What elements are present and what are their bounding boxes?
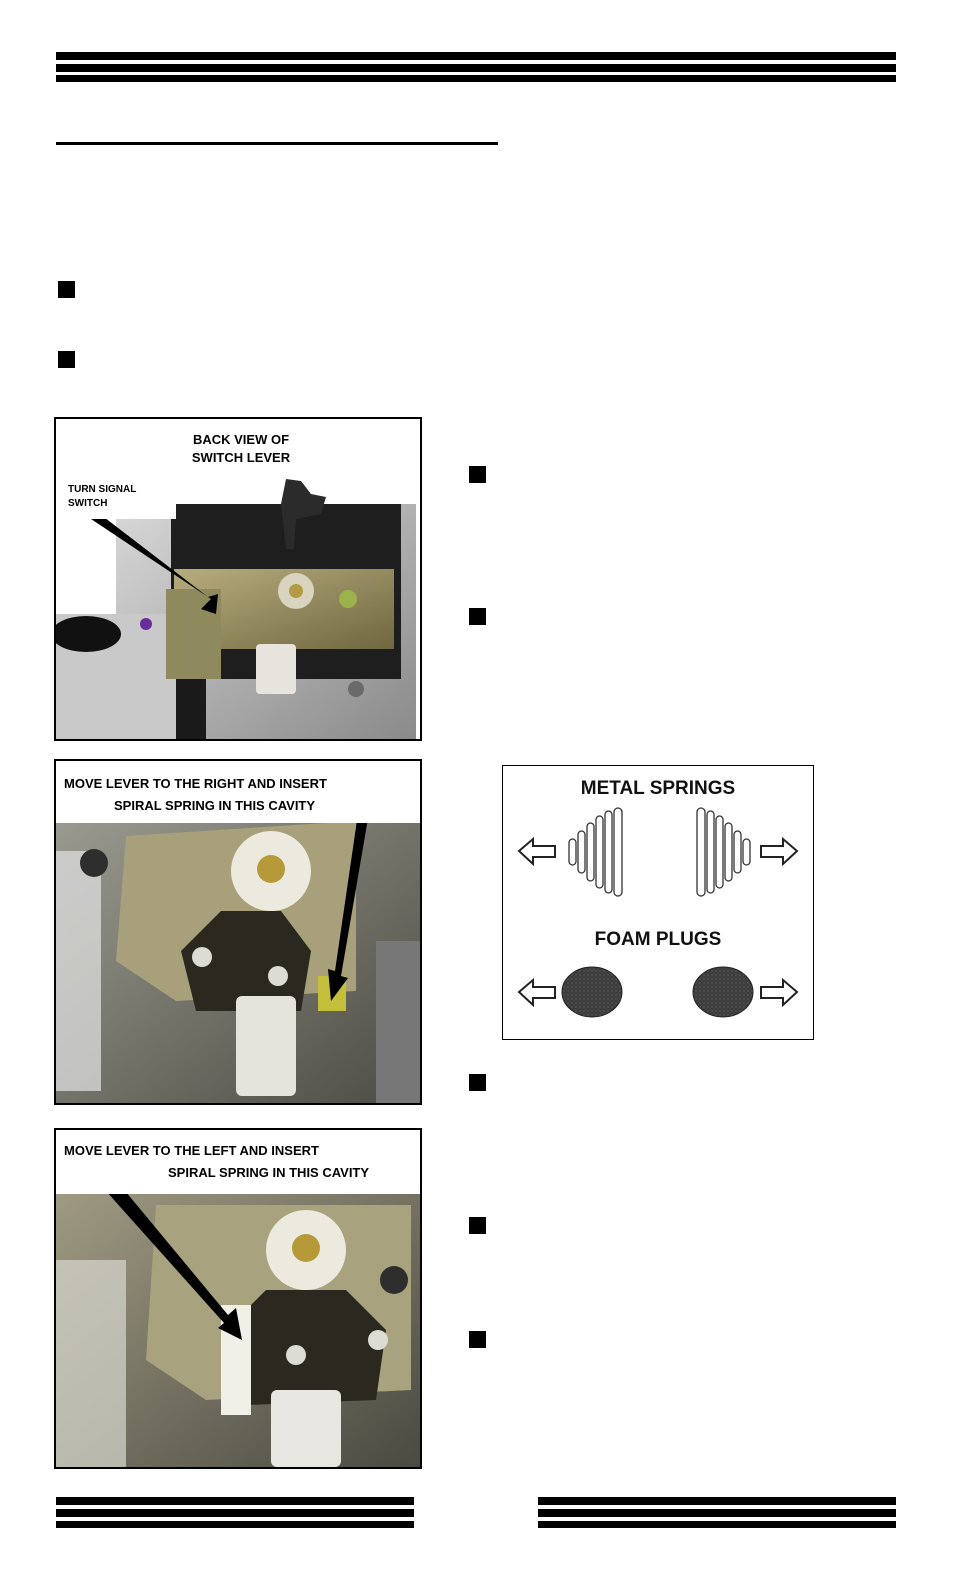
arrow-left-icon: [517, 836, 556, 867]
foam-plug-right-icon: [692, 966, 754, 1018]
photo-lever-right: MOVE LEVER TO THE RIGHT AND INSERT SPIRA…: [54, 759, 422, 1105]
springs-plugs-diagram: METAL SPRINGS FOAM PLUGS: [502, 765, 814, 1040]
photo-back-view-callout: TURN SIGNAL SWITCH: [68, 484, 137, 509]
arrow-left-icon: [517, 977, 556, 1008]
bullet-2: [58, 351, 75, 368]
photo-lever-right-image: [56, 761, 420, 1103]
photo-lever-left-image: [56, 1130, 420, 1467]
bullet-6: [469, 1217, 486, 1234]
springs-label: METAL SPRINGS: [580, 778, 736, 799]
photo-lever-left-caption: MOVE LEVER TO THE LEFT AND INSERT SPIRAL…: [64, 1143, 370, 1180]
bullet-5: [469, 1074, 486, 1091]
photo-lever-right-caption: MOVE LEVER TO THE RIGHT AND INSERT SPIRA…: [64, 776, 327, 813]
arrow-right-icon: [760, 977, 799, 1008]
plugs-drawing: [517, 966, 799, 1018]
section-rule: [56, 142, 498, 145]
photo-back-view-image: [56, 419, 420, 739]
bullet-3: [469, 466, 486, 483]
foam-plug-left-icon: [561, 966, 623, 1018]
photo-back-view-title: BACK VIEW OF SWITCH LEVER: [191, 432, 291, 465]
springs-drawing: [517, 807, 799, 897]
photo-lever-left: MOVE LEVER TO THE LEFT AND INSERT SPIRAL…: [54, 1128, 422, 1469]
arrow-right-icon: [760, 836, 799, 867]
spring-left-icon: [568, 807, 623, 897]
plugs-label: FOAM PLUGS: [594, 929, 722, 950]
bullet-7: [469, 1331, 486, 1348]
bullet-4: [469, 608, 486, 625]
bullet-1: [58, 281, 75, 298]
spring-right-icon: [696, 807, 751, 897]
photo-back-view: BACK VIEW OF SWITCH LEVER TURN SIGNAL SW…: [54, 417, 422, 741]
